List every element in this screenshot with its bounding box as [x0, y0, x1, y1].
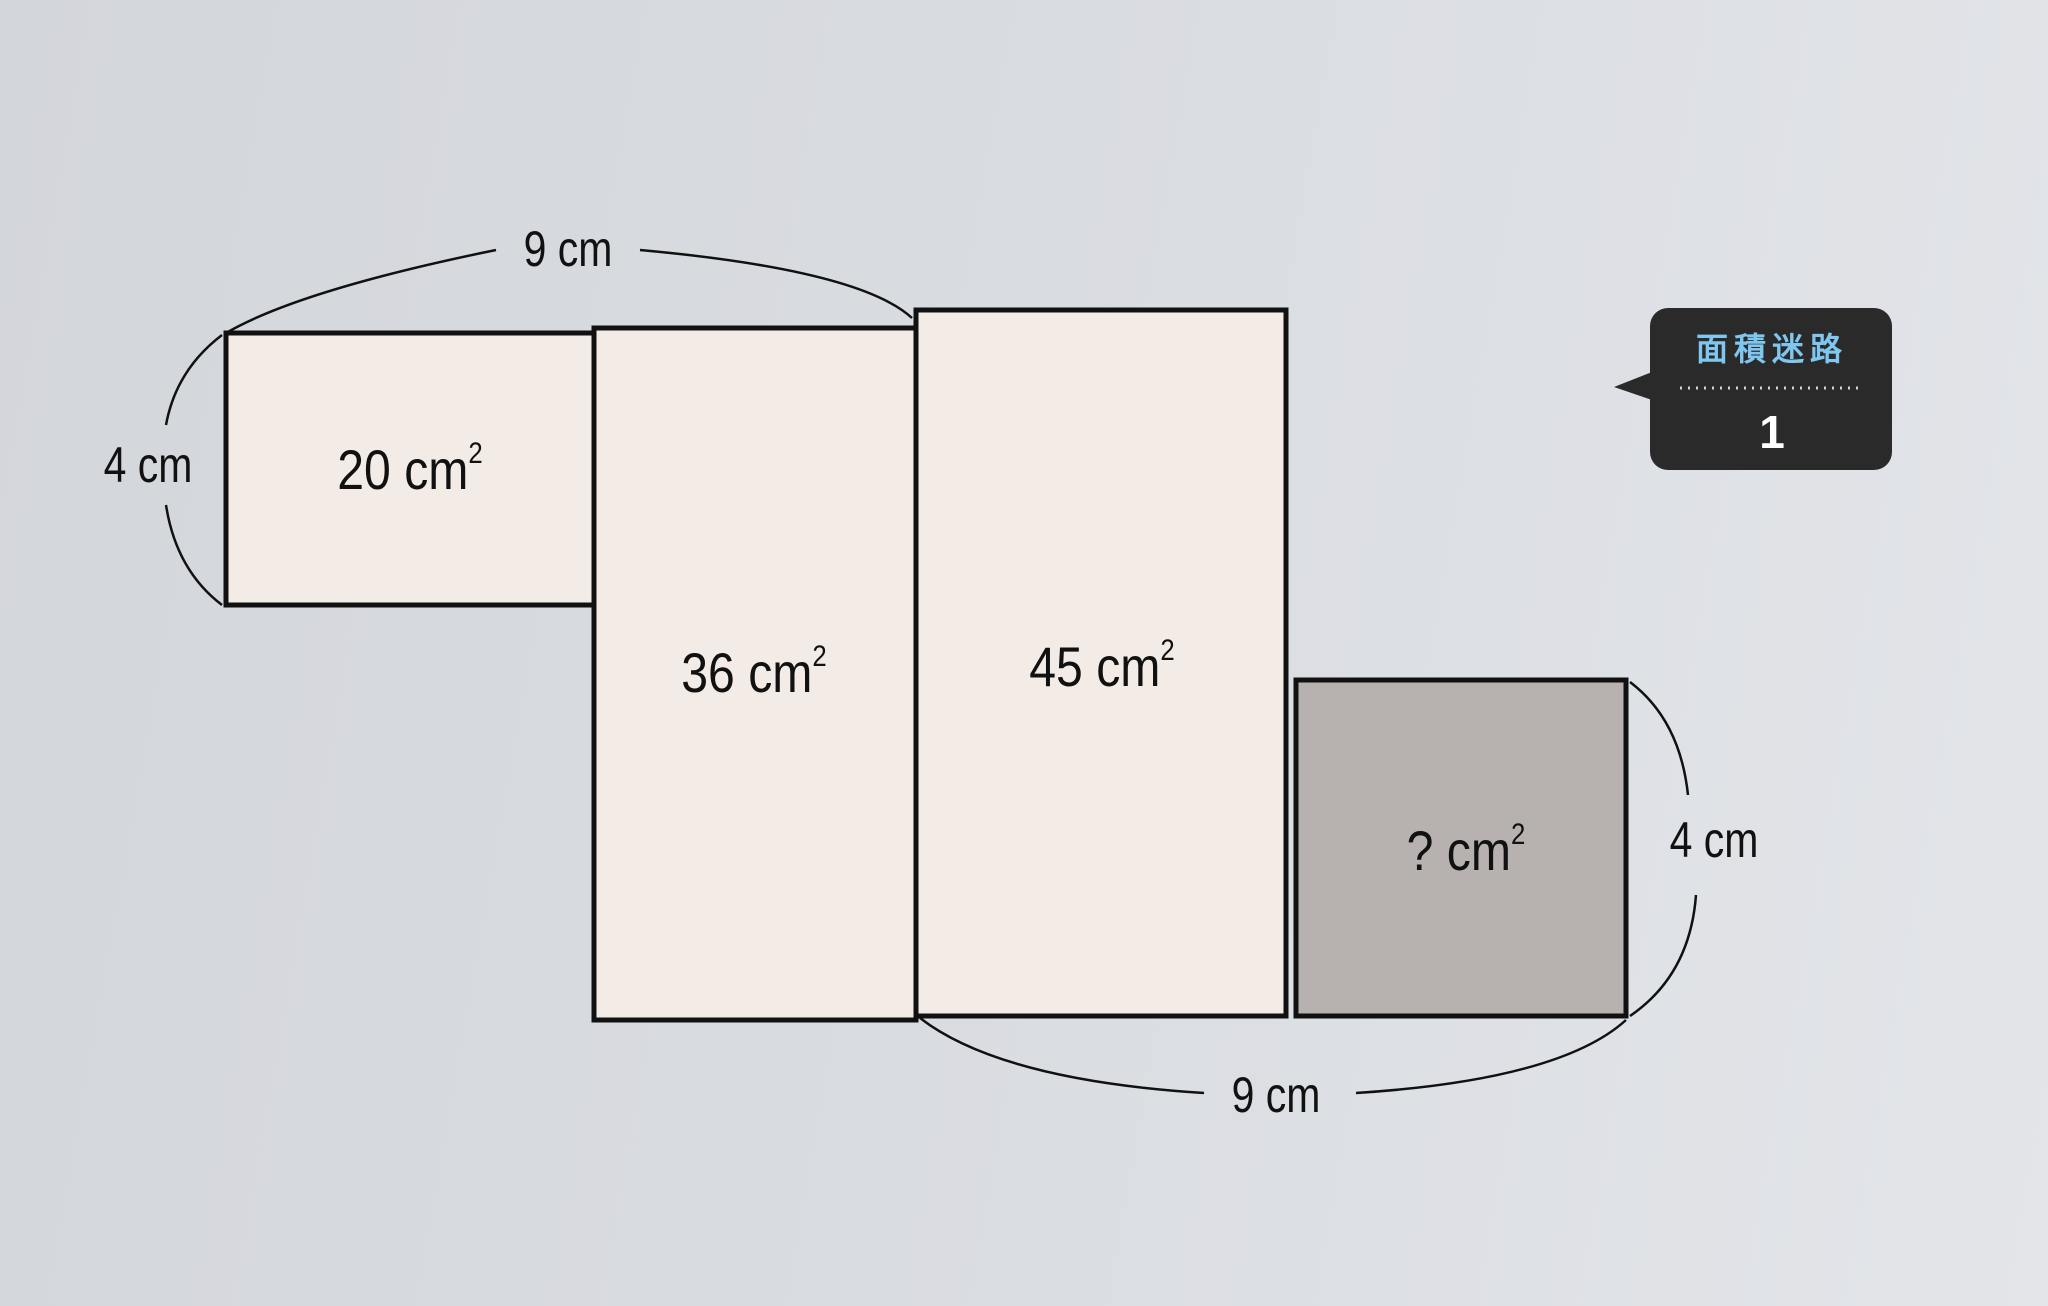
- badge-pointer: [1614, 372, 1652, 400]
- rect-unknown: [1293, 677, 1629, 1019]
- area-label-unknown: ? cm2: [1407, 817, 1526, 883]
- badge-title: 面積迷路: [1696, 330, 1848, 368]
- rect-45: [913, 307, 1289, 1019]
- dim-label-right: 4 cm: [1670, 812, 1759, 868]
- dim-label-bottom: 9 cm: [1232, 1067, 1321, 1123]
- maze-badge: 面積迷路 1: [1614, 308, 1892, 470]
- dim-brace-bottom: [919, 1017, 1627, 1095]
- area-label-36: 36 cm2: [681, 639, 826, 705]
- badge-box: [1650, 308, 1892, 470]
- area-label-20: 20 cm2: [337, 436, 482, 502]
- rect-20: [223, 330, 597, 608]
- dim-label-top: 9 cm: [524, 221, 613, 277]
- area-label-45: 45 cm2: [1029, 633, 1174, 699]
- badge-number: 1: [1759, 406, 1785, 458]
- rect-36: [591, 325, 919, 1023]
- dim-brace-left: [164, 334, 223, 606]
- dim-brace-top: [225, 248, 913, 335]
- dim-brace-right: [1629, 681, 1698, 1018]
- dim-label-left: 4 cm: [104, 437, 193, 493]
